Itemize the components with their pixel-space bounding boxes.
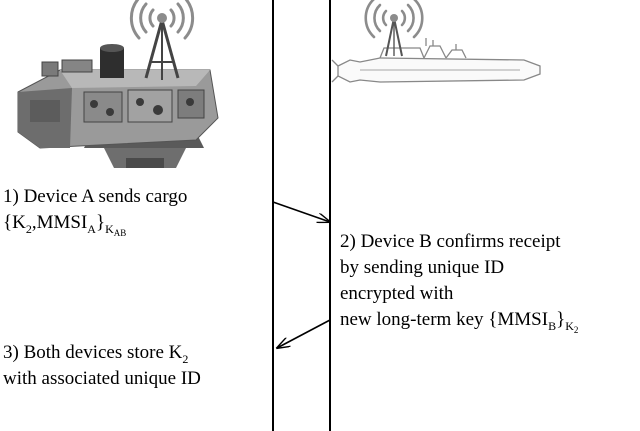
step3-line1-prefix: 3) Both devices store K	[3, 342, 183, 363]
step1-line1: 1) Device A sends cargo	[3, 186, 188, 207]
step1-brace-close: }	[95, 212, 106, 233]
step1-enc-key-sub: AB	[113, 228, 127, 238]
step1-key-sub: 2	[25, 222, 32, 236]
step1-mmsi-sub: A	[87, 222, 96, 236]
step1-enc-key: KAB	[105, 222, 127, 238]
step2-mmsi-sub: B	[548, 319, 557, 333]
radio-antenna-icon	[129, 0, 195, 40]
step3-line1: 3) Both devices store K2	[3, 342, 189, 366]
step2-brace-open: {	[488, 309, 498, 330]
buoy-device-icon	[17, 19, 219, 168]
submarine-icon	[331, 17, 541, 83]
step1-key: K	[12, 212, 26, 233]
radio-antenna-icon	[364, 0, 424, 39]
step1-cargo-formula: {K2,MMSIA}KAB	[3, 212, 127, 238]
step2-brace-close: }	[556, 309, 566, 330]
step1-brace-open: {	[3, 212, 13, 233]
step2-line4-prefix: new long-term key	[340, 309, 489, 330]
step2-line3: encrypted with	[340, 283, 454, 304]
step2-line4: new long-term key {MMSIB}K2	[340, 309, 579, 335]
step2-enc-key: K2	[565, 319, 579, 335]
step1-mmsi: ,MMSI	[31, 212, 88, 233]
step2-enc-key-base: K	[565, 319, 574, 333]
step3-line2: with associated unique ID	[3, 368, 201, 389]
step2-enc-key-sub: 2	[573, 325, 579, 335]
step2-line1: 2) Device B confirms receipt	[340, 231, 561, 252]
step1-enc-key-base: K	[105, 222, 114, 236]
step3-key-sub: 2	[182, 352, 189, 366]
arrow-a-to-b	[272, 201, 330, 222]
arrow-b-to-a	[277, 319, 331, 348]
step2-mmsi: MMSI	[497, 309, 549, 330]
step2-line2: by sending unique ID	[340, 257, 505, 278]
